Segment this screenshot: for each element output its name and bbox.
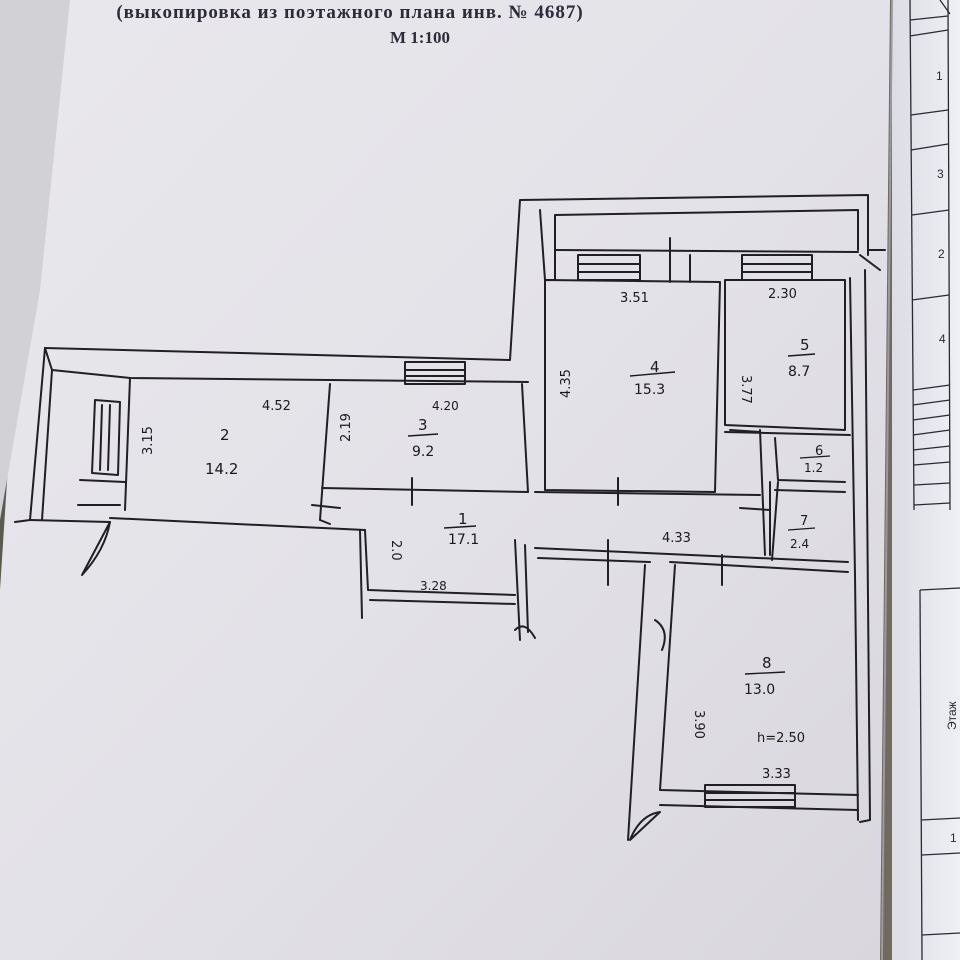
svg-text:5: 5	[800, 336, 810, 354]
dim-room2-depth: 3.15	[141, 426, 156, 455]
room-4-label: 4 15.3	[629, 358, 676, 398]
svg-text:6: 6	[815, 444, 823, 459]
side-table-bottom: Этаж 1	[919, 587, 960, 960]
plan-walls	[14, 194, 886, 841]
side-row-2: 3	[937, 167, 944, 181]
svg-text:9.2: 9.2	[412, 444, 434, 460]
dim-room4-depth: 4.35	[559, 369, 574, 398]
dim-corridor-width: 2.0	[388, 540, 403, 561]
dim-room3-width: 4.20	[432, 399, 459, 413]
svg-text:17.1: 17.1	[448, 532, 479, 548]
svg-text:8: 8	[762, 654, 772, 672]
svg-text:4: 4	[650, 358, 660, 376]
side-row-3: 2	[938, 247, 945, 261]
dim-room4-width: 3.51	[620, 291, 649, 306]
dim-room8-depth: 3.90	[691, 710, 706, 739]
dim-room2-width: 4.52	[262, 399, 291, 414]
side-row-4: 4	[939, 332, 946, 346]
svg-text:1.2: 1.2	[804, 461, 823, 475]
svg-text:7: 7	[800, 514, 808, 529]
plan-scale: М 1:100	[390, 28, 450, 47]
dim-room8-width: 3.33	[762, 767, 791, 782]
svg-text:2.4: 2.4	[790, 537, 809, 551]
room-labels: 1 17.1 2 14.2 3 9.2 4 15.3 5 8.7	[205, 336, 831, 698]
dim-corridor-length: 4.33	[662, 531, 691, 546]
svg-text:14.2: 14.2	[205, 460, 238, 478]
dim-ceiling-height: h=2.50	[757, 731, 805, 746]
svg-text:15.3: 15.3	[634, 382, 665, 398]
room-8-label: 8 13.0	[744, 654, 786, 698]
side-row-1: 1	[936, 69, 943, 83]
dim-room5-width: 2.30	[768, 287, 797, 302]
side-table-top: 1 3 2 4	[909, 0, 951, 511]
svg-text:8.7: 8.7	[788, 364, 810, 380]
dim-room3-depth: 2.19	[339, 413, 354, 442]
room-3-label: 3 9.2	[407, 416, 439, 460]
svg-text:2: 2	[220, 426, 230, 444]
svg-text:1: 1	[458, 510, 468, 528]
room-6-label: 6 1.2	[799, 444, 831, 475]
floor-value: 1	[950, 831, 957, 845]
svg-text:13.0: 13.0	[744, 682, 775, 698]
room-5-label: 5 8.7	[787, 336, 816, 380]
floor-header: Этаж	[945, 701, 959, 730]
svg-text:3: 3	[418, 416, 428, 434]
dim-room5-depth: 3.77	[738, 375, 753, 404]
dimension-labels: 4.52 3.15 4.20 2.19 3.51 4.35 2.30 3.77 …	[141, 287, 805, 782]
room-1-label: 1 17.1	[443, 510, 479, 548]
plan-subtitle: (выкопировка из поэтажного плана инв. № …	[116, 2, 584, 23]
dim-hall-width: 3.28	[420, 579, 447, 593]
room-7-label: 7 2.4	[787, 514, 816, 551]
room-2-label: 2 14.2	[205, 426, 238, 478]
